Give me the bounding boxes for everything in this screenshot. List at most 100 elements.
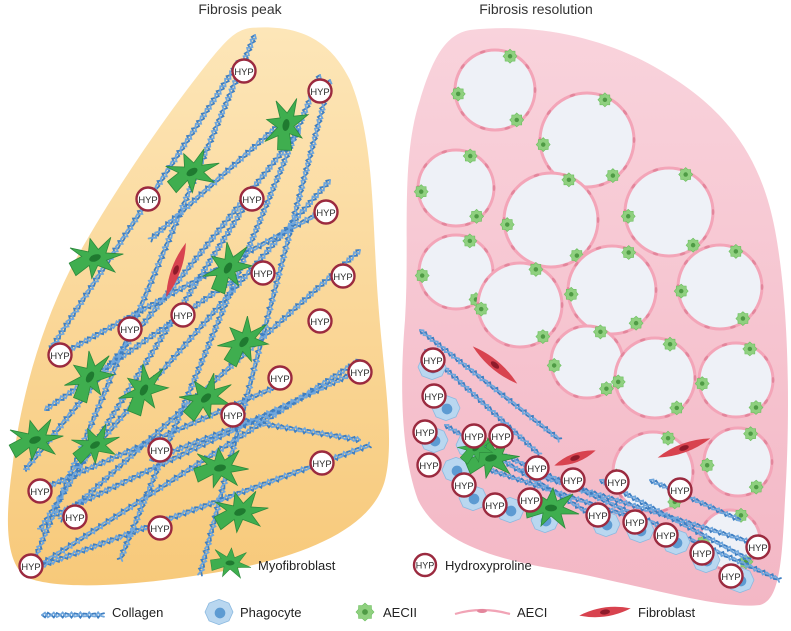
aecii-icon <box>355 602 375 622</box>
svg-text:HYP: HYP <box>423 355 442 366</box>
fibroblast-cell <box>657 438 711 458</box>
legend-fibroblast-label: Fibroblast <box>638 605 695 620</box>
hydroxyproline-badge: HYP <box>718 563 744 589</box>
aecii-cell <box>462 233 478 249</box>
aecii-cell <box>414 268 430 284</box>
aecii-cell <box>685 237 701 253</box>
collagen-fiber <box>59 207 327 357</box>
svg-text:HYP: HYP <box>150 523 169 534</box>
collagen-fiber <box>599 478 752 563</box>
hydroxyproline-badge: HYP <box>461 423 487 449</box>
alveolus <box>450 48 537 132</box>
svg-text:HYP: HYP <box>520 495 539 506</box>
aecii-cell <box>355 602 375 622</box>
collagen-fiber <box>147 114 291 243</box>
hydroxyproline-badge: HYP <box>524 455 550 481</box>
aecii-cell <box>669 400 685 416</box>
svg-text:HYP: HYP <box>656 530 675 541</box>
alveolus <box>610 336 697 420</box>
legend-fibroblast: Fibroblast <box>579 605 695 620</box>
legend-aecii-label: AECII <box>383 605 417 620</box>
peak-collagen-network <box>23 34 372 577</box>
collagen-fiber <box>489 468 642 523</box>
collagen-fiber <box>41 610 105 620</box>
hydroxyproline-badge: HYP <box>330 263 356 289</box>
svg-text:HYP: HYP <box>21 561 40 572</box>
legend-myofibroblast: Myofibroblast <box>210 547 336 579</box>
peak-hydroxyproline-badges: HYP HYP HYP HYP HYP HYP HYP HYP HYP HYP HYP HYP HYP H… <box>18 58 373 579</box>
hydroxyproline-badge: HYP <box>47 342 73 368</box>
collagen-fiber <box>239 416 361 444</box>
svg-text:HYP: HYP <box>625 517 644 528</box>
myofibroblast-cell <box>213 491 269 534</box>
hydroxyproline-badge: HYP <box>420 347 446 373</box>
aecii-cell <box>473 301 489 317</box>
hydroxyproline-badge: HYP <box>667 477 693 503</box>
hydroxyproline-badge: HYP <box>170 302 196 328</box>
legend-aeci: AECI <box>454 605 547 620</box>
aecii-cell <box>450 86 466 102</box>
alveolus <box>414 233 495 311</box>
svg-text:HYP: HYP <box>173 310 192 321</box>
svg-text:HYP: HYP <box>316 207 335 218</box>
hydroxyproline-badge: HYP <box>560 467 586 493</box>
myofibroblast-cell <box>202 241 254 295</box>
hydroxyproline-badge: HYP <box>62 504 88 530</box>
svg-text:HYP: HYP <box>350 367 369 378</box>
aecii-cell <box>499 217 515 233</box>
myofibroblast-cell <box>64 350 116 404</box>
aecii-cell <box>535 329 551 345</box>
aecii-cell <box>462 148 478 164</box>
title-fibrosis-peak: Fibrosis peak <box>198 1 282 17</box>
svg-text:HYP: HYP <box>415 427 434 438</box>
legend-myofibroblast-label: Myofibroblast <box>258 558 336 573</box>
hydroxyproline-badge: HYP <box>147 437 173 463</box>
svg-text:HYP: HYP <box>485 500 504 511</box>
hydroxyproline-badge: HYP <box>412 419 438 445</box>
title-fibrosis-resolution: Fibrosis resolution <box>479 1 593 17</box>
aecii-cell <box>605 168 621 184</box>
aecii-cell <box>469 208 485 224</box>
aecii-cell <box>528 261 544 277</box>
aecii-cell <box>563 286 579 302</box>
alveoli <box>413 48 775 572</box>
alveolus <box>694 341 775 419</box>
svg-text:HYP: HYP <box>234 66 253 77</box>
legend-collagen-label: Collagen <box>112 605 163 620</box>
legend-aecii: AECII <box>355 602 417 622</box>
svg-text:HYP: HYP <box>454 480 473 491</box>
aecii-cell <box>598 381 614 397</box>
resolution-fibroblasts <box>472 346 711 466</box>
fibroblast-cell <box>579 606 631 618</box>
hydroxyproline-badge: HYP <box>451 472 477 498</box>
svg-text:HYP: HYP <box>692 548 711 559</box>
alveolus <box>620 166 715 258</box>
hydroxyproline-badge: HYP <box>147 515 173 541</box>
aecii-cell <box>673 283 689 299</box>
aecii-cell <box>561 172 577 188</box>
myofibroblast-cell <box>264 98 310 151</box>
svg-text:HYP: HYP <box>65 512 84 523</box>
hydroxyproline-badge: HYP <box>220 402 246 428</box>
hydroxyproline-badge: HYP <box>307 78 333 104</box>
hydroxyproline-icon: HYP <box>412 552 438 578</box>
hydroxyproline-badge: HYP <box>309 450 335 476</box>
collagen-fiber <box>116 74 323 562</box>
myofibroblast-cell <box>118 363 170 417</box>
hydroxyproline-badge: HYP <box>347 359 373 385</box>
svg-text:HYP: HYP <box>527 463 546 474</box>
fibroblast-cell <box>554 450 596 466</box>
svg-text:HYP: HYP <box>563 475 582 486</box>
aecii-cell <box>620 208 636 224</box>
hydroxyproline-badge: HYP <box>585 502 611 528</box>
collagen-icon <box>41 610 105 620</box>
hydroxyproline-badge: HYP <box>416 452 442 478</box>
peak-myofibroblasts <box>8 98 310 534</box>
hydroxyproline-badge: HYP <box>412 552 438 578</box>
svg-text:HYP: HYP <box>310 316 329 327</box>
hydroxyproline-badge: HYP <box>622 509 648 535</box>
aecii-cell <box>610 374 626 390</box>
svg-text:HYP: HYP <box>138 194 157 205</box>
myofibroblast-cell <box>8 419 64 462</box>
fibroblast-cell <box>166 242 186 298</box>
